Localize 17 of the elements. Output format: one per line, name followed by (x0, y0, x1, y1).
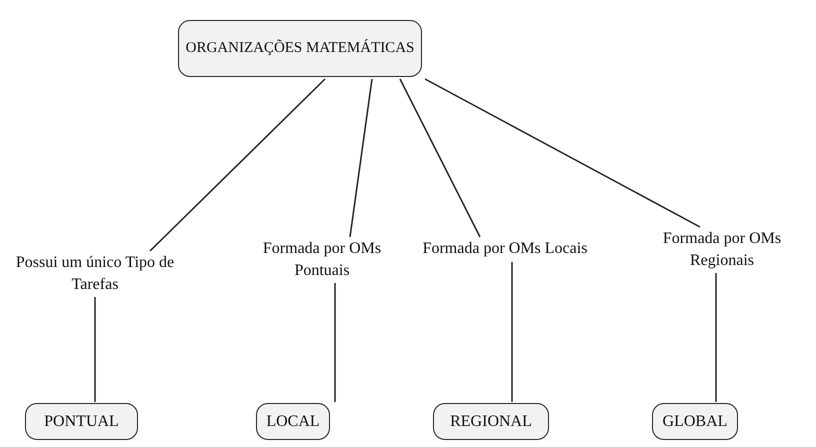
description-text: Formada por OMs Regionais (632, 228, 812, 272)
connector-line (94, 297, 96, 402)
connector-line (715, 273, 717, 402)
description-text: Formada por OMs Pontuais (252, 238, 392, 282)
description-text: Possui um único Tipo de Tarefas (5, 252, 185, 296)
rounded-box: LOCAL (256, 403, 330, 440)
connector-line (349, 78, 373, 238)
rounded-box: GLOBAL (652, 403, 738, 440)
rounded-box: REGIONAL (433, 403, 549, 440)
connector-line (511, 262, 513, 402)
connector-line (424, 78, 700, 228)
description-text: Formada por OMs Locais (420, 238, 590, 260)
connector-line (149, 78, 326, 252)
connector-line (399, 78, 481, 238)
rounded-box: PONTUAL (25, 403, 138, 440)
connector-line (334, 283, 336, 402)
rounded-box: ORGANIZAÇÕES MATEMÁTICAS (178, 20, 422, 77)
